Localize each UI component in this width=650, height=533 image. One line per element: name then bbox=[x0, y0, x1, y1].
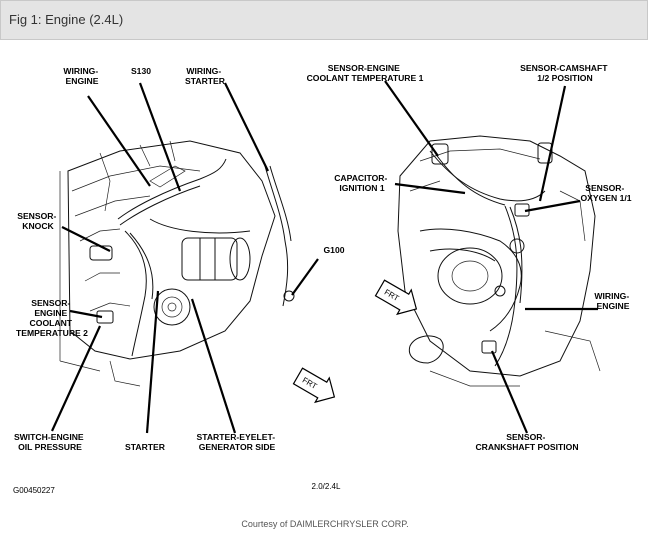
figure-id: G00450227 bbox=[13, 486, 55, 495]
label-sensor-ect2: SENSOR- ENGINE COOLANT TEMPERATURE 2 bbox=[16, 298, 88, 338]
figure-title: Fig 1: Engine (2.4L) bbox=[9, 12, 124, 27]
label-starter-eyelet: STARTER-EYELET- GENERATOR SIDE bbox=[196, 432, 277, 452]
front-arrow-left-icon: FRT bbox=[292, 367, 336, 404]
right-leader-lines bbox=[384, 80, 598, 434]
engine-diagram-svg: FRT FRT WIRING- ENGINE S130 WIRING- STAR… bbox=[13, 63, 632, 495]
engine-code: 2.0/2.4L bbox=[312, 482, 341, 491]
right-engine-drawing bbox=[397, 135, 601, 387]
engine-diagram: FRT FRT WIRING- ENGINE S130 WIRING- STAR… bbox=[0, 41, 650, 511]
label-sensor-crankshaft: SENSOR- CRANKSHAFT POSITION bbox=[475, 432, 578, 452]
label-capacitor-ignition: CAPACITOR- IGNITION 1 bbox=[334, 173, 390, 193]
label-wiring-starter: WIRING- STARTER bbox=[185, 66, 226, 86]
label-wiring-engine-right: WIRING- ENGINE bbox=[594, 291, 631, 311]
label-sensor-knock: SENSOR- KNOCK bbox=[17, 211, 59, 231]
label-starter: STARTER bbox=[125, 442, 166, 452]
label-wiring-engine-left: WIRING- ENGINE bbox=[63, 66, 100, 86]
credit-line: Courtesy of DAIMLERCHRYSLER CORP. bbox=[241, 519, 409, 529]
left-leader-lines bbox=[50, 82, 319, 434]
label-sensor-camshaft: SENSOR-CAMSHAFT 1/2 POSITION bbox=[520, 63, 610, 83]
label-s130: S130 bbox=[131, 66, 151, 76]
label-g100: G100 bbox=[323, 245, 344, 255]
figure-header: Fig 1: Engine (2.4L) bbox=[0, 0, 648, 40]
left-engine-drawing bbox=[59, 140, 295, 387]
label-sensor-ect1: SENSOR-ENGINE COOLANT TEMPERATURE 1 bbox=[307, 63, 424, 83]
label-switch-oil-pressure: SWITCH-ENGINE OIL PRESSURE bbox=[14, 432, 86, 452]
front-arrow-right-icon: FRT bbox=[374, 279, 418, 316]
label-sensor-oxygen: SENSOR- OXYGEN 1/1 bbox=[580, 183, 631, 203]
